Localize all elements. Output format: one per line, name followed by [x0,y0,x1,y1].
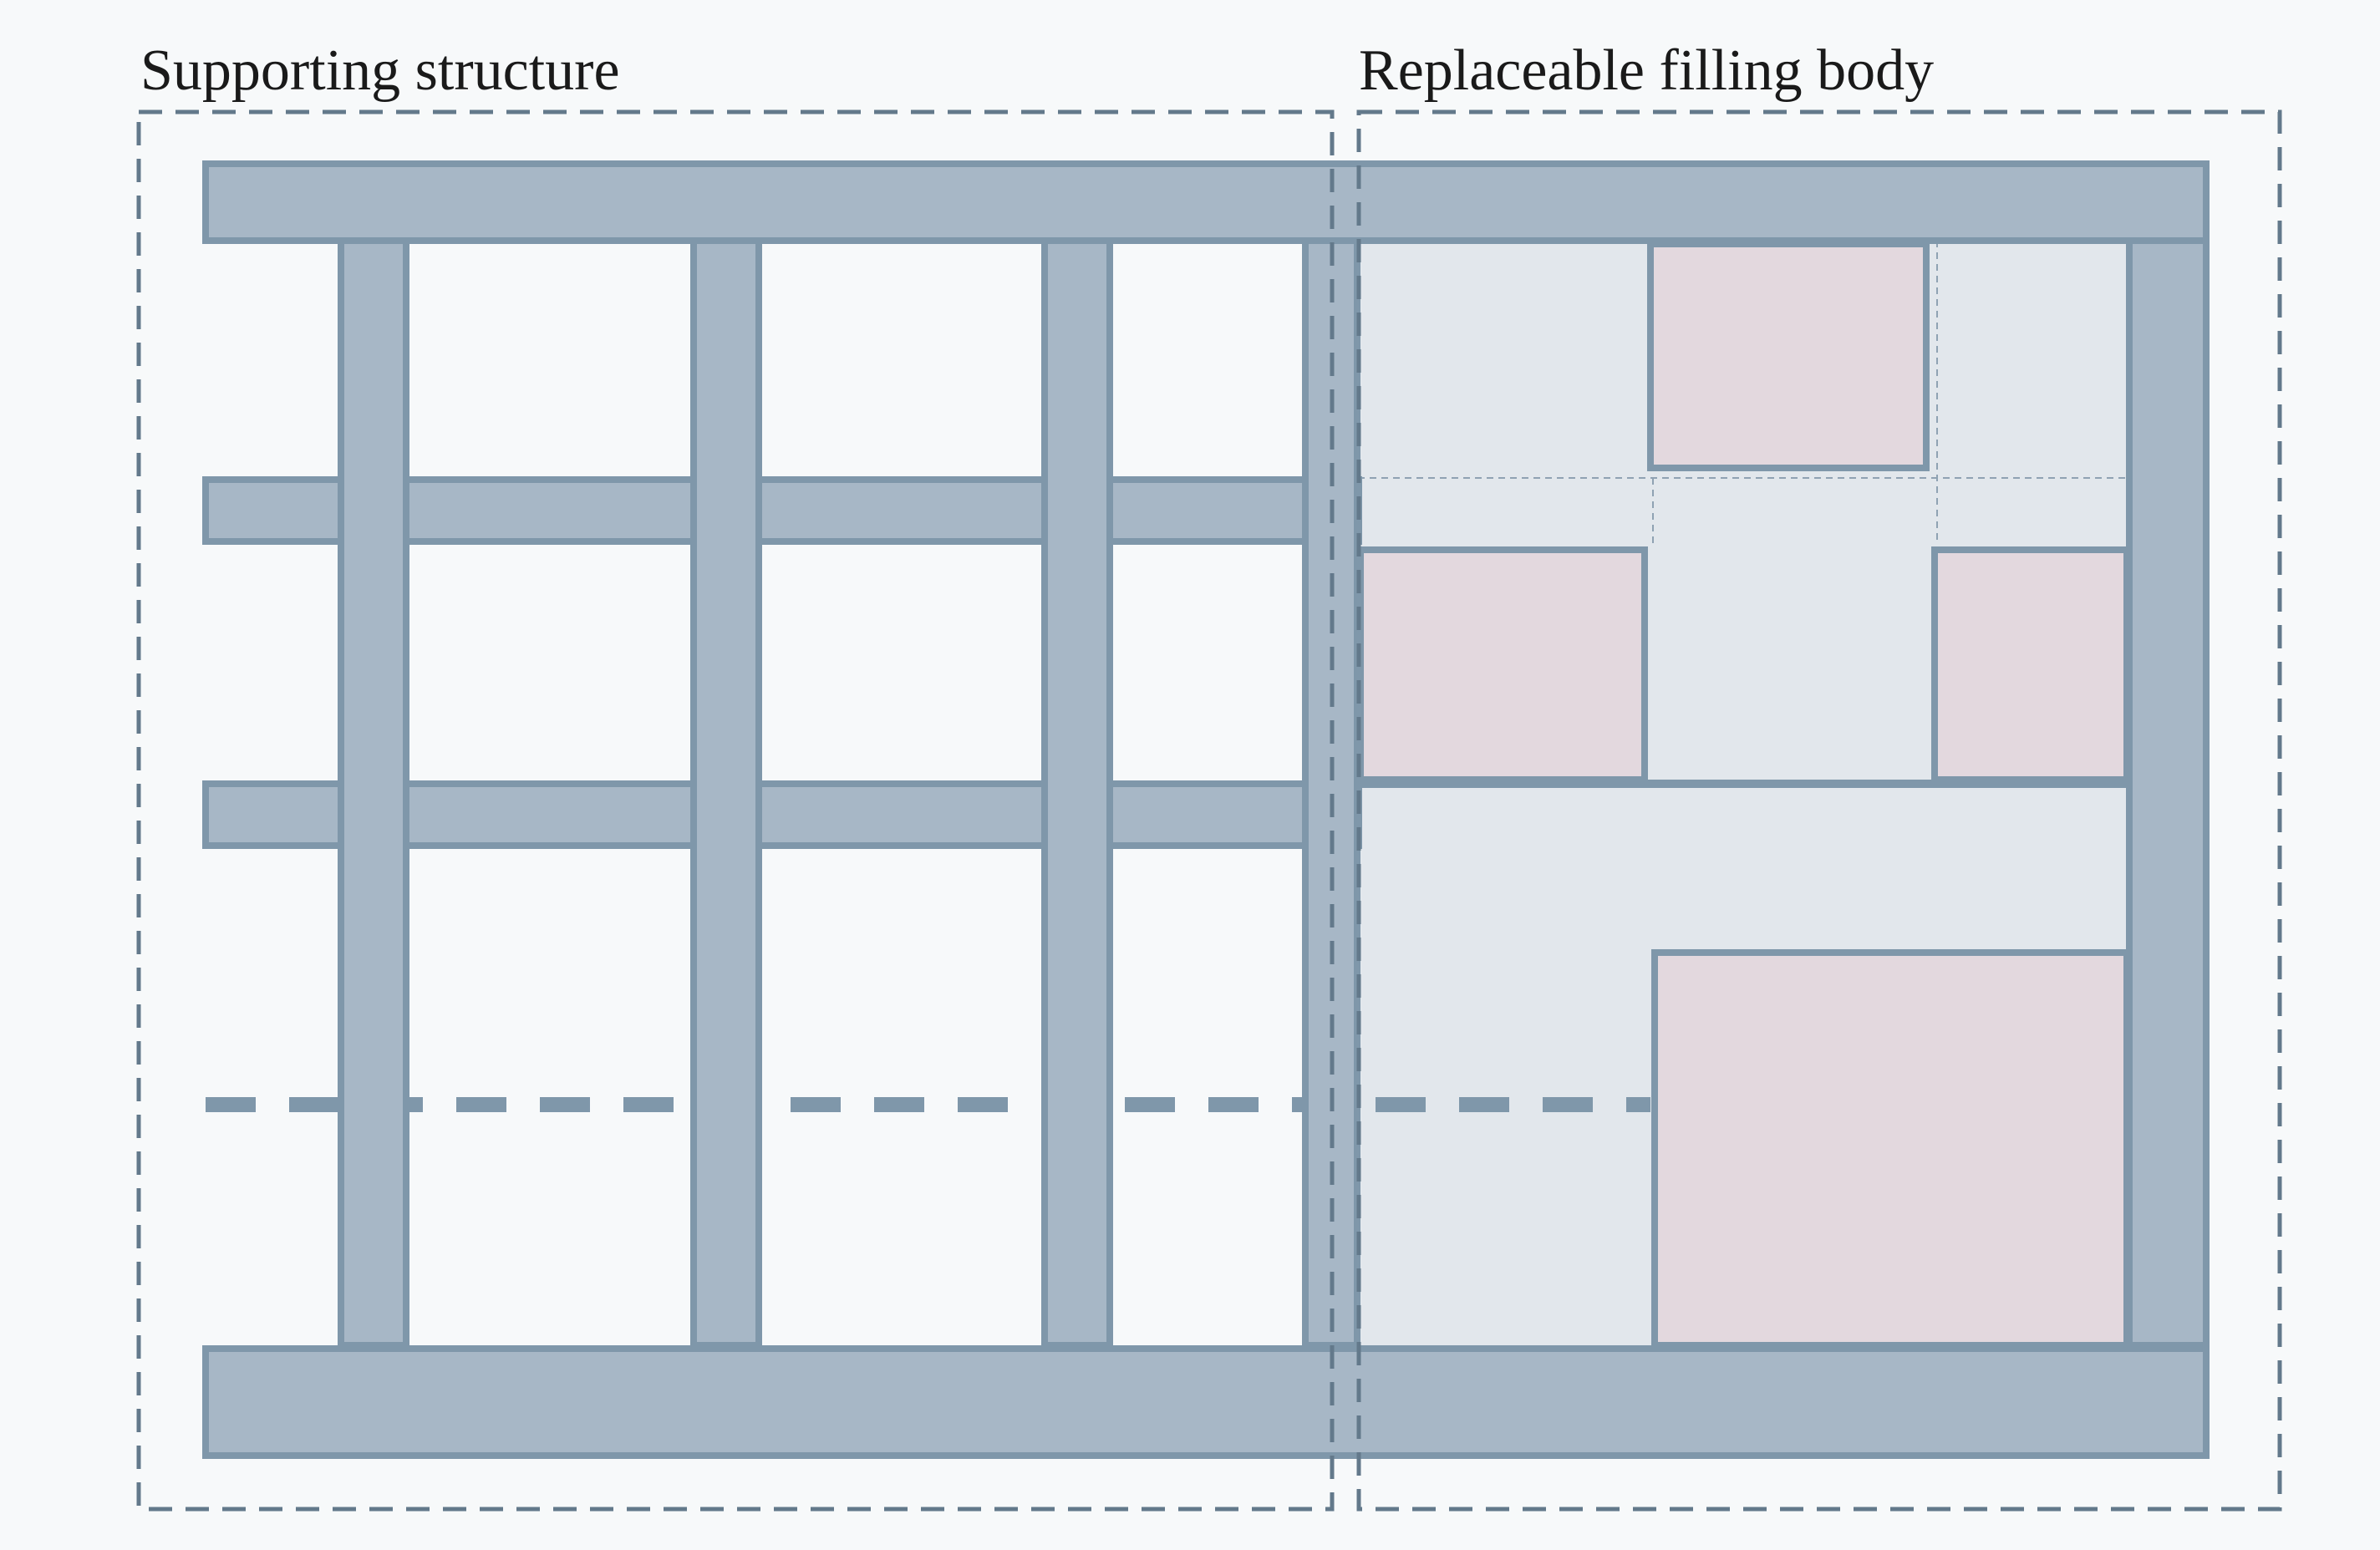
column-2 [690,237,762,1349]
panel-bottom-large [1651,949,2130,1349]
panel-middle-right [1931,546,2130,783]
columns [338,237,2210,1349]
supporting-structure-outline [136,109,1335,1512]
infill-divider [1354,780,2129,788]
panel-top [1647,241,1930,471]
replaceable-panels [1357,241,2130,1349]
infill-grid-lines [1358,241,2127,543]
slabs [202,160,2210,1459]
supporting-structure-label: Supporting structure [140,38,620,103]
column-1 [338,237,409,1349]
bottom-slab [202,1345,2210,1459]
panel-middle-left [1357,546,1648,783]
replaceable-filling-body-label: Replaceable filling body [1359,38,1935,103]
replaceable-filling-outline [1356,109,2282,1512]
column-5 [2126,237,2210,1349]
top-slab [202,160,2210,244]
region-outlines [136,109,2282,1512]
column-3 [1041,237,1113,1349]
